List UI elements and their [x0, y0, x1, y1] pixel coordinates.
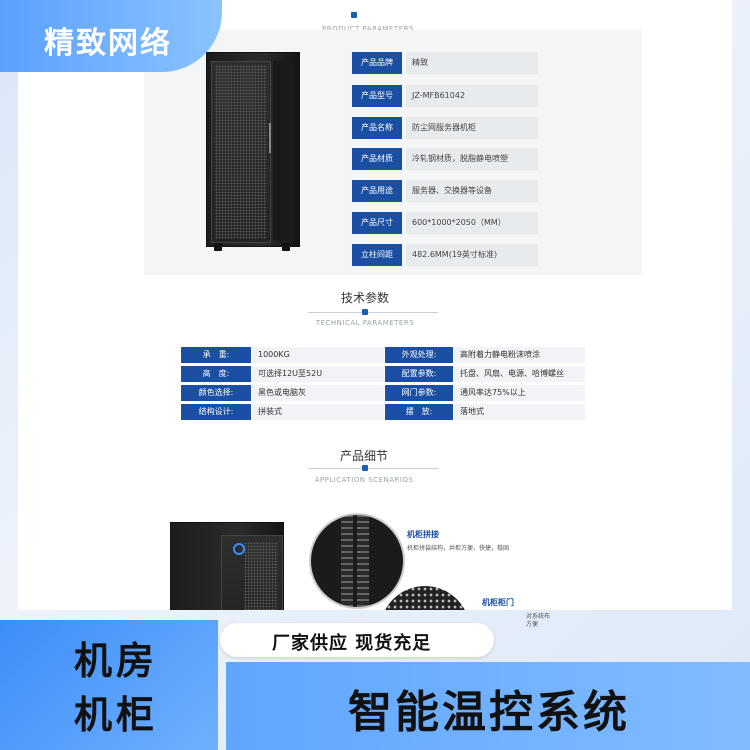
brand-name: 精致网络	[44, 26, 172, 61]
tech-params-title: 技术参数	[340, 291, 389, 305]
table-row: 承 重: 1000KG 外观处理: 高附着力静电粉沫喷涂	[181, 347, 585, 363]
details-title: 产品细节	[339, 449, 388, 463]
table-key: 结构设计:	[181, 404, 251, 420]
cabinet-handle	[269, 123, 271, 153]
spec-value: 防尘网服务器机柜	[406, 117, 538, 139]
rail-strip	[341, 515, 353, 607]
spec-value: 600*1000*2050（MM）	[406, 212, 538, 234]
supply-pill: 厂家供应 现货充足	[220, 623, 494, 657]
table-value: 1000KG	[252, 347, 384, 363]
table-value: 高附着力静电粉沫喷涂	[454, 347, 585, 363]
cabinet-door	[221, 535, 283, 610]
table-value: 落地式	[454, 404, 585, 420]
section-marker	[351, 12, 357, 18]
cabinet-foot	[282, 243, 290, 251]
spec-row: 产品尺寸 600*1000*2050（MM）	[352, 212, 538, 234]
cabinet-mesh	[244, 542, 278, 610]
banner-left-line1: 机房	[74, 639, 159, 683]
spec-key: 产品名称	[352, 117, 402, 139]
detail-title: 机柜拼接	[407, 530, 439, 539]
section-marker	[362, 465, 368, 471]
table-value: 通风率达75%以上	[454, 385, 585, 401]
spec-row: 产品用途 服务器、交换器等设备	[352, 180, 538, 202]
banner-right-text: 智能温控系统	[348, 687, 630, 738]
table-key: 外观处理:	[385, 347, 453, 363]
table-key: 高 度:	[181, 366, 251, 382]
spec-row: 产品名称 防尘网服务器机柜	[352, 117, 538, 139]
table-value: 拼装式	[252, 404, 384, 420]
cabinet-mesh	[215, 65, 267, 239]
table-value: 托盘、风扇、电源、哈博螺丝	[454, 366, 585, 382]
spec-key: 产品品牌	[352, 52, 402, 74]
spec-key: 产品用途	[352, 180, 402, 202]
table-key: 颜色选择:	[181, 385, 251, 401]
supply-pill-text: 厂家供应 现货充足	[272, 633, 432, 654]
section-divider	[308, 468, 438, 469]
spec-row: 产品材质 冷轧钢材质，脱脂静电喷塑	[352, 148, 538, 170]
detail-circle-door	[380, 586, 470, 610]
table-value: 黑色或电脑灰	[252, 385, 384, 401]
spec-key: 产品尺寸	[352, 212, 402, 234]
table-row: 结构设计: 拼装式 摆 放: 落地式	[181, 404, 585, 420]
cabinet-foot	[214, 243, 222, 251]
detail-desc: 机柜拼装结构，井柜方便，快捷，稳固	[407, 545, 510, 552]
rail-strip	[357, 515, 369, 607]
spec-key: 产品型号	[352, 85, 402, 107]
spec-key: 立柱间距	[352, 244, 402, 266]
section-marker	[362, 309, 368, 315]
table-key: 摆 放:	[385, 404, 453, 420]
brand-badge: 精致网络	[0, 0, 222, 72]
table-value: 可选择12U至52U	[252, 366, 384, 382]
spec-value: 482.6MM(19英寸标准)	[406, 244, 538, 266]
table-key: 配置参数:	[385, 366, 453, 382]
detail-desc: 方便	[526, 621, 539, 628]
cabinet-side	[273, 61, 295, 241]
spec-row: 产品品牌 精致	[352, 52, 538, 74]
spec-value: 服务器、交换器等设备	[406, 180, 538, 202]
lock-icon	[233, 543, 245, 555]
table-key: 网门参数:	[385, 385, 453, 401]
details-en-title: APPLICATION SCENARIOS	[314, 476, 414, 484]
spec-row: 产品型号 JZ-MFB61042	[352, 85, 538, 107]
spec-key: 产品材质	[352, 148, 402, 170]
spec-value: JZ-MFB61042	[406, 85, 538, 107]
spec-row: 立柱间距 482.6MM(19英寸标准)	[352, 244, 538, 266]
banner-left: 机房 机柜	[0, 620, 218, 750]
server-cabinet-image	[206, 52, 300, 247]
cabinet-door	[211, 61, 271, 243]
spec-value: 精致	[406, 52, 538, 74]
banner-left-line2: 机柜	[74, 693, 159, 737]
table-row: 颜色选择: 黑色或电脑灰 网门参数: 通风率达75%以上	[181, 385, 585, 401]
detail-desc: 对系统布	[526, 613, 551, 620]
table-row: 高 度: 可选择12U至52U 配置参数: 托盘、风扇、电源、哈博螺丝	[181, 366, 585, 382]
section-divider	[308, 312, 438, 313]
cabinet-detail-image	[170, 522, 284, 610]
tech-params-en-title: TECHNICAL PARAMETERS	[315, 319, 415, 327]
banner-right: 智能温控系统	[226, 662, 750, 750]
table-key: 承 重:	[181, 347, 251, 363]
product-params-en-title: PRODUCT PARAMETERS	[322, 25, 414, 33]
detail-circle-splice	[309, 513, 405, 609]
detail-title: 机柜柜门	[482, 598, 514, 607]
product-page: PRODUCT PARAMETERS 产品品牌 精致 产品型号 JZ-MFB61…	[18, 0, 732, 610]
spec-value: 冷轧钢材质，脱脂静电喷塑	[406, 148, 538, 170]
